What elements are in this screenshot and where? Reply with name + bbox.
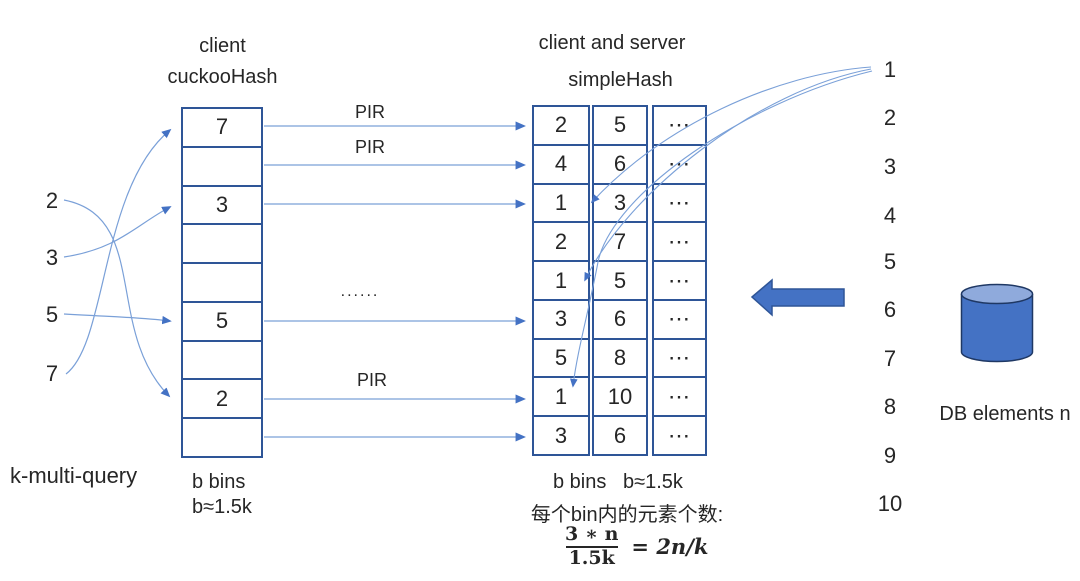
- simplehash-cell: 1: [534, 185, 588, 224]
- simplehash-cell: 5: [594, 262, 646, 301]
- cuckoo-title-line1: client: [199, 35, 246, 57]
- cuckoo-cell: 3: [183, 187, 261, 226]
- database-cylinder-icon: [960, 283, 1034, 305]
- cuckoo-cell: 2: [183, 380, 261, 420]
- database-cylinder-body: [960, 294, 1034, 363]
- query-number: 7: [45, 361, 59, 386]
- cuckoo-title-line2: cuckooHash: [167, 66, 278, 88]
- simplehash-cell: 10: [594, 378, 646, 418]
- cuckoo-cell: [183, 419, 261, 456]
- simplehash-column-2: 5 6 3 7 5 6 8 10 6: [592, 105, 648, 456]
- formula-rhs: = 2n/k: [631, 534, 709, 560]
- formula-numerator: 3 ∗ n: [565, 523, 619, 545]
- k-multi-query-label: k-multi-query: [10, 463, 138, 488]
- simplehash-cell: 6: [594, 146, 646, 185]
- simplehash-cell: ⋯: [654, 107, 705, 146]
- db-index: 4: [883, 203, 897, 228]
- simplehash-cell: 5: [534, 340, 588, 379]
- simplehash-cell: 1: [534, 262, 588, 301]
- query-curve-5: [63, 313, 172, 325]
- cuckoohash-table: 7 3 5 2: [181, 107, 263, 458]
- cuckoo-caption-approx: b≈1.5k: [192, 496, 252, 518]
- cuckoo-caption-bins: b bins: [192, 471, 246, 493]
- simplehash-cell: 6: [594, 301, 646, 340]
- db-index: 8: [883, 394, 897, 419]
- cuckoo-cell: 5: [183, 303, 261, 342]
- bin-size-note: 每个bin内的元素个数:: [530, 504, 724, 526]
- query-number: 5: [45, 302, 59, 327]
- simplehash-cell: 2: [534, 223, 588, 263]
- db-index: 10: [877, 491, 903, 516]
- simplehash-column-3: ⋯ ⋯ ⋯ ⋯ ⋯ ⋯ ⋯ ⋯ ⋯: [652, 105, 707, 456]
- pir-label: PIR: [356, 370, 387, 390]
- simplehash-cell: 4: [534, 146, 588, 185]
- bin-size-formula: 3 ∗ n 1.5k = 2n/k: [562, 523, 709, 570]
- db-index: 9: [883, 443, 897, 468]
- cuckoo-cell: [183, 342, 261, 381]
- simplehash-cell: ⋯: [654, 340, 705, 379]
- simplehash-cell: 2: [534, 107, 588, 146]
- simplehash-cell: 3: [534, 301, 588, 340]
- simplehash-cell: 6: [613, 422, 627, 448]
- query-curve-3: [63, 206, 172, 258]
- simplehash-cell: ⋯: [654, 262, 705, 301]
- simplehash-cell: 1: [534, 378, 588, 418]
- simplehash-cell: 3: [594, 185, 646, 224]
- db-index: 5: [883, 249, 897, 274]
- simplehash-caption-approx: b≈1.5k: [623, 471, 683, 493]
- omitted-arrows-ellipsis: ......: [340, 283, 380, 300]
- db-index: 2: [883, 105, 897, 130]
- simplehash-cell: 8: [594, 340, 646, 379]
- simplehash-column-1: 2 4 1 2 1 3 5 1 3: [532, 105, 590, 456]
- db-index: 7: [883, 346, 897, 371]
- pir-label: PIR: [354, 137, 385, 157]
- simplehash-cell: ⋯: [654, 223, 705, 263]
- db-index: 6: [883, 297, 897, 322]
- pir-label: PIR: [354, 102, 385, 122]
- db-index: 1: [883, 57, 897, 82]
- formula-denominator: 1.5k: [565, 545, 618, 570]
- cuckoo-cell: 7: [183, 109, 261, 148]
- simplehash-cell: ⋯: [654, 185, 705, 224]
- simplehash-caption-bins: b bins: [553, 471, 607, 493]
- query-curve-2: [63, 199, 171, 398]
- cuckoo-cell: [183, 148, 261, 187]
- simplehash-title-line2: simpleHash: [568, 69, 673, 91]
- simplehash-title-line1: client and server: [538, 32, 686, 54]
- simplehash-cell: ⋯: [654, 301, 705, 340]
- cuckoo-cell: [183, 264, 261, 303]
- bulk-transfer-arrow: [750, 278, 845, 317]
- db-index: 3: [883, 154, 897, 179]
- query-curve-7: [65, 128, 172, 375]
- simplehash-cell: 3: [554, 422, 568, 448]
- db-elements-label: DB elements n: [939, 403, 1071, 425]
- simplehash-cell: ⋯: [654, 146, 705, 185]
- simplehash-cell: ⋯: [668, 422, 691, 448]
- simplehash-cell: 5: [594, 107, 646, 146]
- query-number: 2: [45, 188, 59, 213]
- cuckoo-cell: [183, 225, 261, 265]
- simplehash-cell: 7: [594, 223, 646, 263]
- query-number: 3: [45, 245, 59, 270]
- simplehash-cell: ⋯: [654, 378, 705, 418]
- formula-fraction: 3 ∗ n 1.5k: [562, 523, 621, 570]
